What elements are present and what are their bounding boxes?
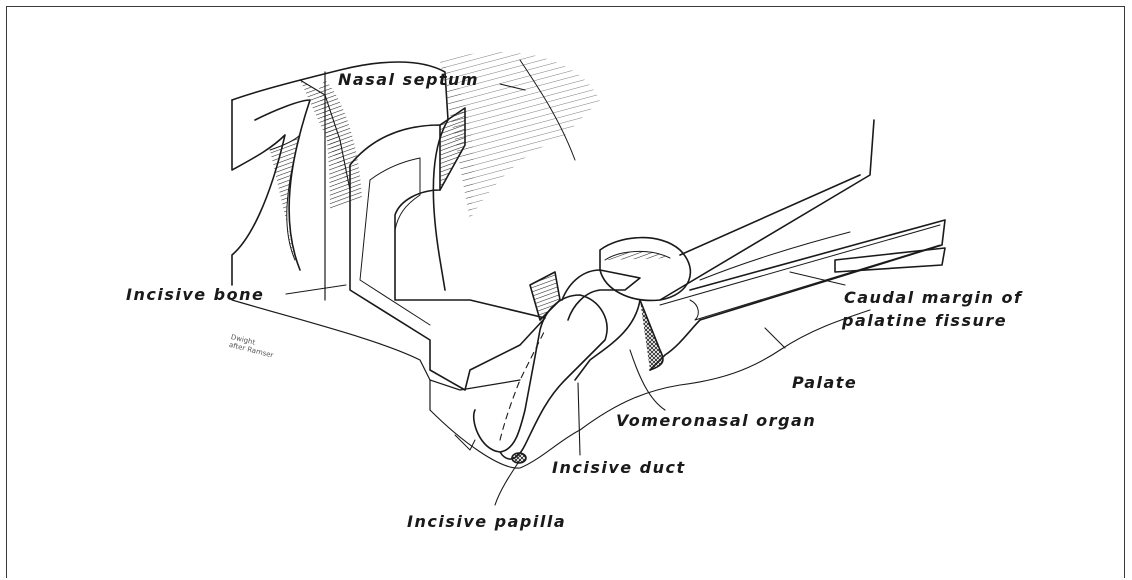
label-caudal-margin-line1: Caudal margin of — [844, 288, 1022, 307]
vomeronasal-organ-shape — [575, 120, 945, 380]
label-palate: Palate — [792, 373, 857, 392]
label-incisive-duct: Incisive duct — [552, 458, 686, 477]
label-nasal-septum: Nasal septum — [338, 70, 479, 89]
label-caudal-margin-line2: palatine fissure — [842, 311, 1007, 330]
label-incisive-bone: Incisive bone — [126, 285, 264, 304]
label-incisive-papilla: Incisive papilla — [407, 512, 566, 531]
leader-lines — [286, 84, 845, 505]
incisive-duct-shape — [474, 270, 640, 459]
label-vomeronasal-organ: Vomeronasal organ — [616, 411, 816, 430]
